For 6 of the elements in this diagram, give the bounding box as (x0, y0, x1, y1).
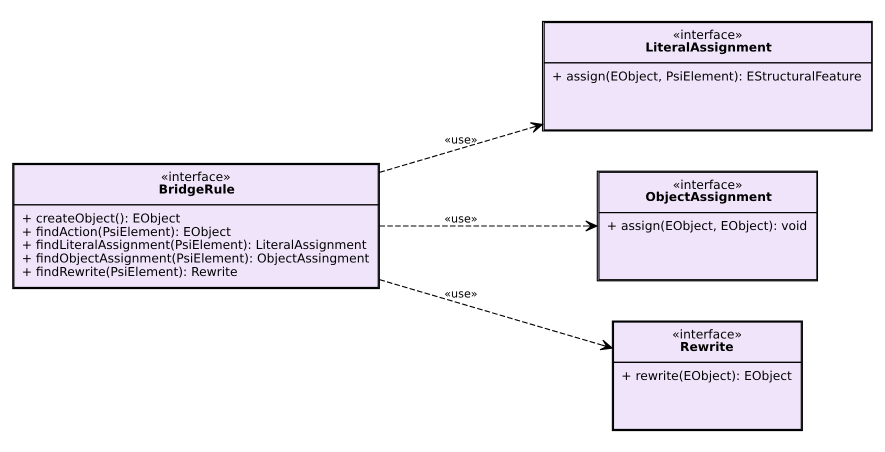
edge-label: «use» (444, 212, 478, 226)
edge-label: «use» (444, 133, 478, 146)
arrow (379, 279, 613, 350)
arrow (380, 220, 598, 232)
edge-label: «use» (444, 288, 478, 301)
arrow (379, 122, 544, 173)
